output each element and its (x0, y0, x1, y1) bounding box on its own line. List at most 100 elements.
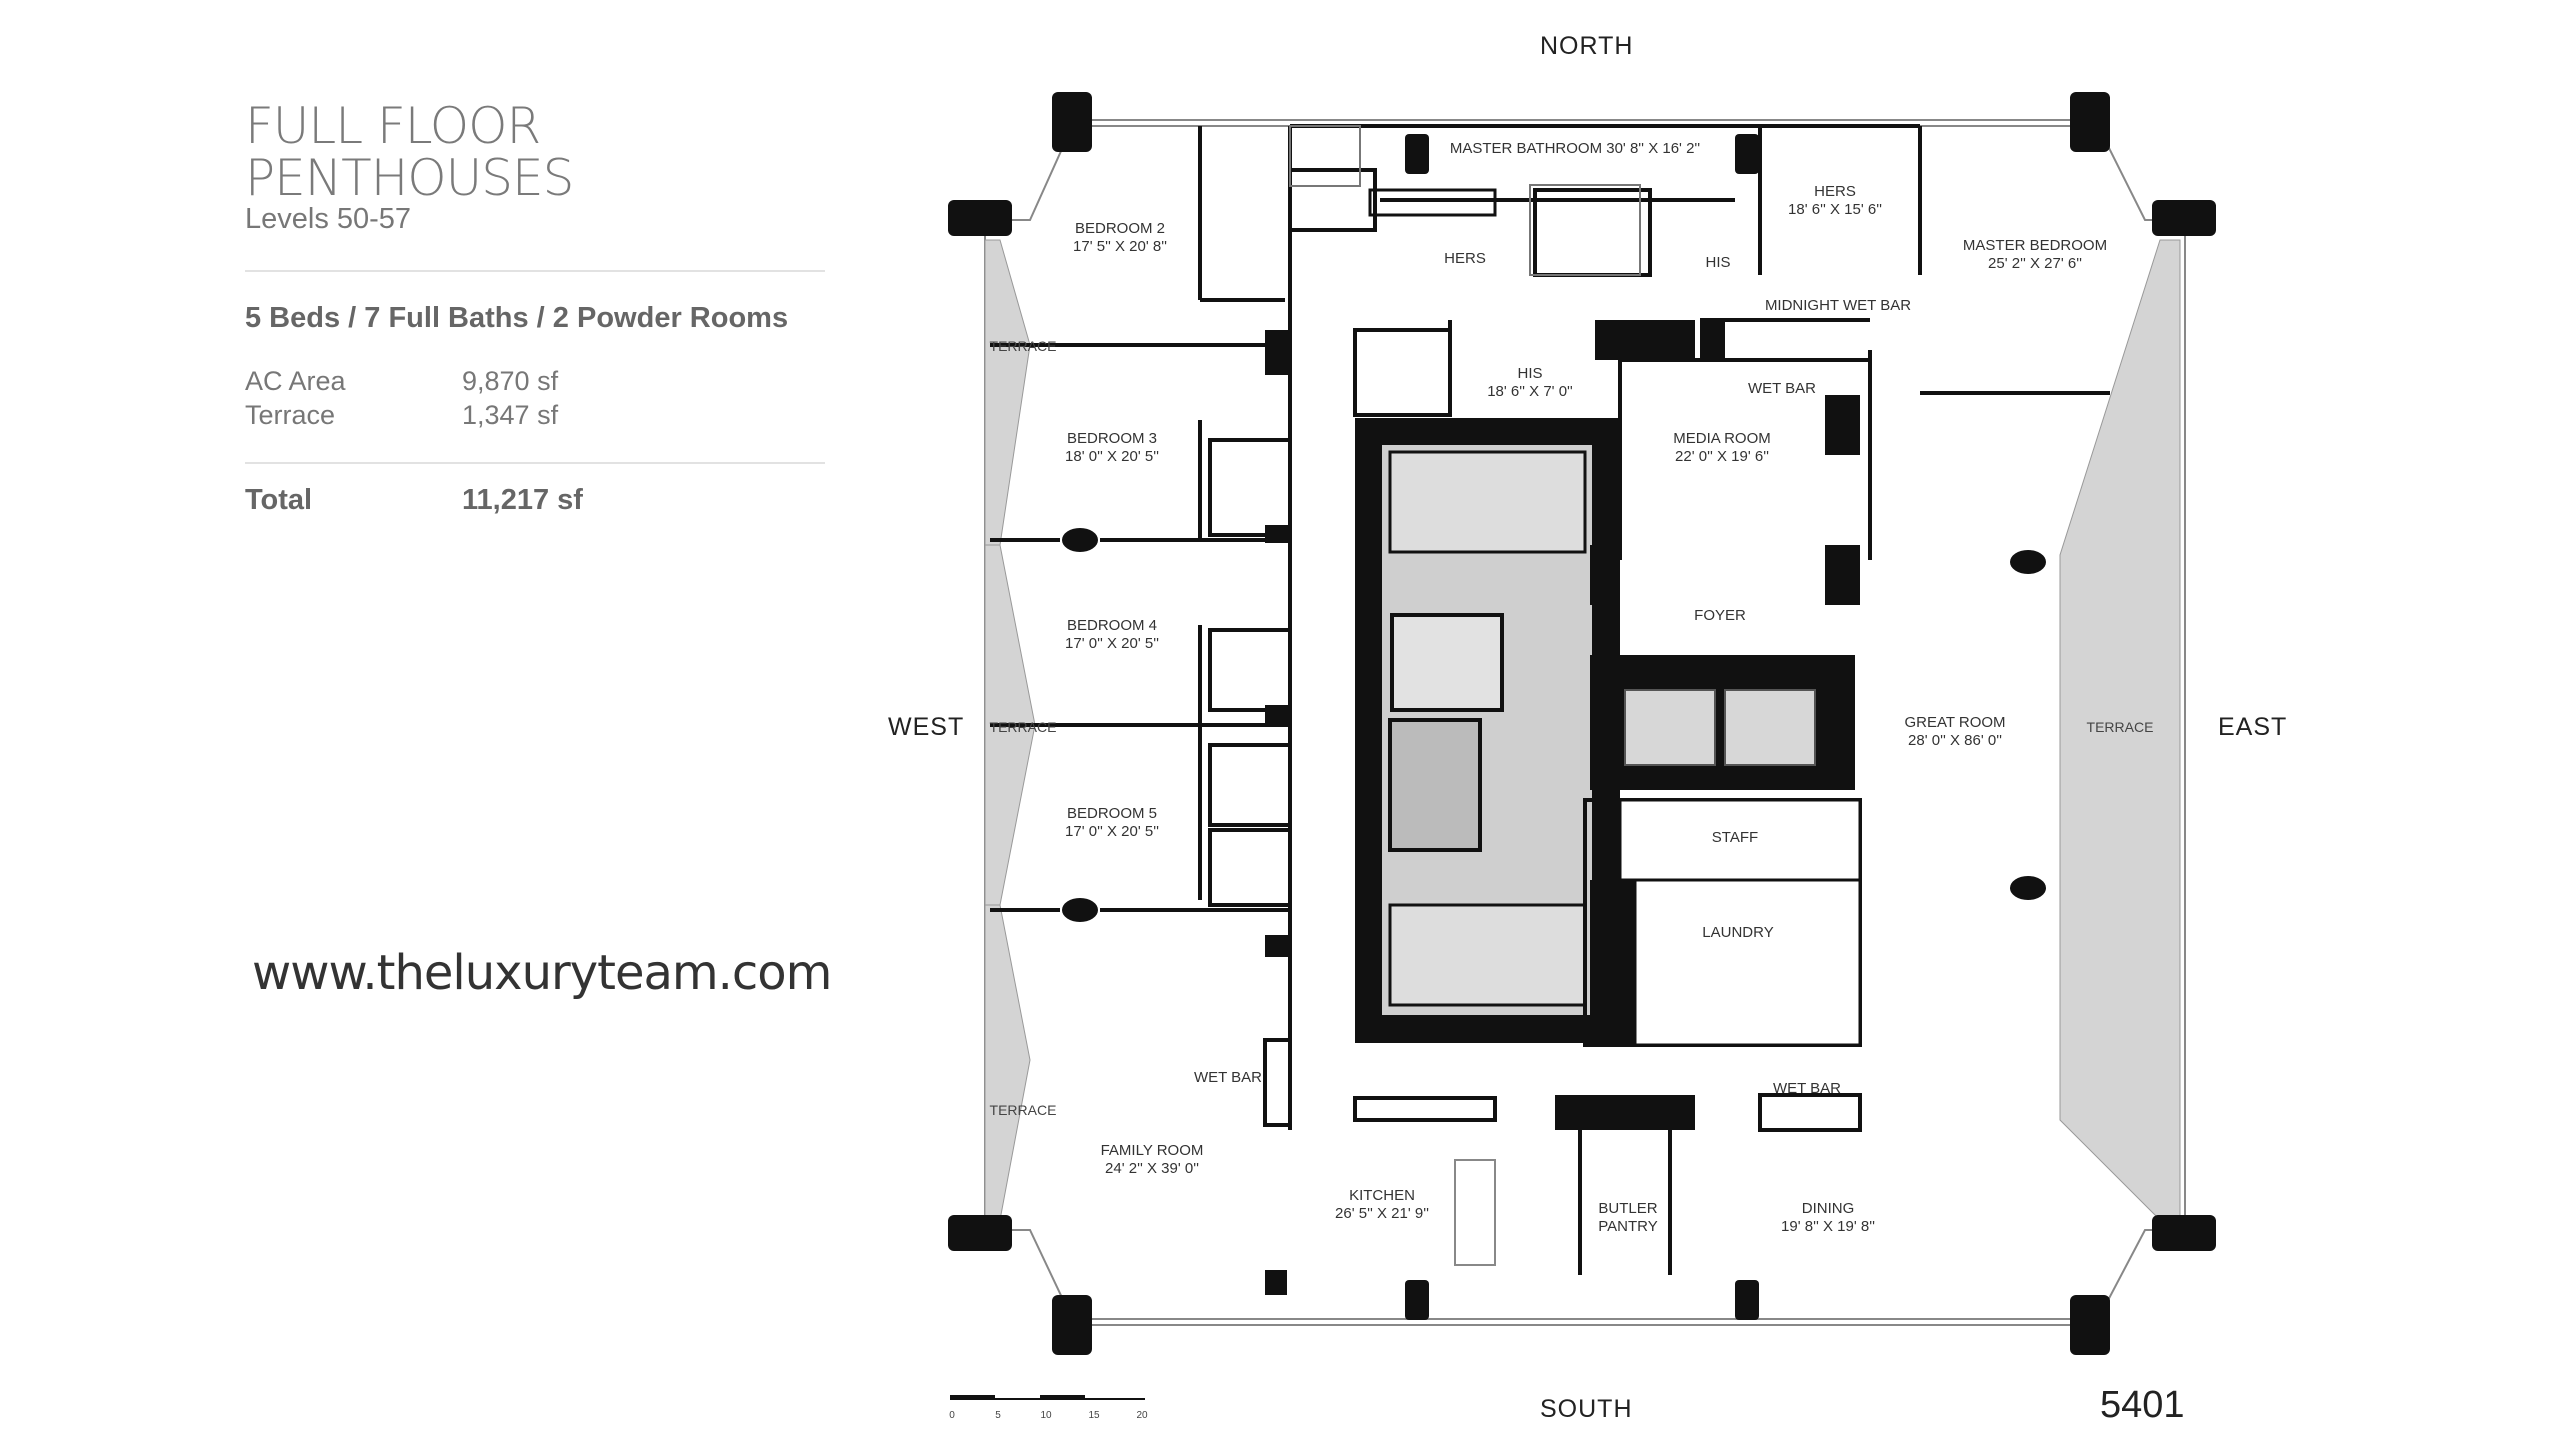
bedroom-4-label: BEDROOM 4 (1067, 617, 1157, 634)
ac-area-value: 9,870 sf (462, 366, 559, 396)
scale-tick: 15 (1088, 1410, 1100, 1421)
laundry-label: LAUNDRY (1702, 924, 1773, 941)
ac-area-label: AC Area (245, 366, 346, 396)
title-line-2: PENTHOUSES (245, 149, 574, 207)
bedroom-4-dimensions: 17' 0'' X 20' 5'' (1065, 635, 1159, 652)
page-title: FULL FLOOR PENTHOUSES (245, 97, 574, 207)
title-line-1: FULL FLOOR (245, 97, 541, 155)
family-room-dimensions: 24' 2'' X 39' 0'' (1105, 1160, 1199, 1177)
terrace-area-label: Terrace (245, 400, 336, 430)
staff-room-wall (1618, 798, 1862, 882)
terrace-label-west-lower: TERRACE (990, 1102, 1057, 1118)
media-room-label: MEDIA ROOM (1673, 430, 1771, 447)
elevator-car (1624, 689, 1716, 766)
great-room-dimensions: 28' 0'' X 86' 0'' (1908, 732, 2002, 749)
great-room-label: GREAT ROOM (1904, 714, 2005, 731)
his-bath-label: HIS (1705, 254, 1730, 271)
hers-closet-dimensions: 18' 6'' X 15' 6'' (1788, 201, 1882, 218)
column (1052, 92, 1092, 152)
scale-tick: 5 (995, 1410, 1001, 1421)
core-wall-segment (1590, 880, 1635, 1045)
column (948, 1215, 1012, 1251)
columns (948, 92, 2216, 1355)
his-closet-label: HIS (1517, 365, 1542, 382)
master-bedroom-label: MASTER BEDROOM (1963, 237, 2107, 254)
his-closet-dimensions: 18' 6'' X 7' 0'' (1487, 383, 1573, 400)
terrace-west-upper (984, 239, 1031, 546)
scale-tick: 10 (1040, 1410, 1052, 1421)
scale-bar-segment (1040, 1395, 1085, 1400)
total-label: Total (245, 484, 313, 516)
column (2152, 1215, 2216, 1251)
stair-south (1388, 903, 1587, 1007)
kitchen-label: KITCHEN (1349, 1187, 1415, 1204)
family-room-label: FAMILY ROOM (1101, 1142, 1204, 1159)
column (1735, 134, 1759, 174)
column (2010, 876, 2046, 900)
column (1062, 898, 1098, 922)
wet-bar-family-label: WET BAR (1194, 1069, 1262, 1086)
heavy-walls (1263, 125, 1862, 1295)
shaft (1388, 718, 1482, 852)
column (1735, 1280, 1759, 1320)
wet-bar-dining-label: WET BAR (1773, 1080, 1841, 1097)
terrace-label-east: TERRACE (2087, 719, 2154, 735)
core-wall-segment (1825, 545, 1860, 605)
room-labels: MASTER BATHROOM 30' 8'' X 16' 2'' HERS 1… (990, 140, 2154, 1235)
compass-west: WEST (888, 713, 965, 741)
total-value: 11,217 sf (462, 484, 583, 516)
bedroom-3-dimensions: 18' 0'' X 20' 5'' (1065, 448, 1159, 465)
elevator-car (1724, 689, 1816, 766)
terrace-west-lower (984, 904, 1031, 1221)
scale-tick: 0 (949, 1410, 955, 1421)
butler-pantry-label-2: PANTRY (1598, 1218, 1657, 1235)
column (2070, 92, 2110, 152)
dining-dimensions: 19' 8'' X 19' 8'' (1781, 1218, 1875, 1235)
foyer-label: FOYER (1694, 607, 1746, 624)
levels-label: Levels 50-57 (245, 203, 412, 235)
midnight-wet-bar-label: MIDNIGHT WET BAR (1765, 297, 1911, 314)
core-wall-segment (1590, 545, 1620, 605)
terrace-label-west-mid: TERRACE (990, 719, 1057, 735)
hers-closet-label: HERS (1814, 183, 1856, 200)
interior-walls (990, 124, 2110, 1275)
terrace-area-value: 1,347 sf (462, 400, 559, 430)
column (1405, 1280, 1429, 1320)
column (1405, 134, 1429, 174)
bedroom-2-dimensions: 17' 5'' X 20' 8'' (1073, 238, 1167, 255)
butler-pantry-label: BUTLER (1598, 1200, 1657, 1217)
master-bedroom-dimensions: 25' 2'' X 27' 6'' (1988, 255, 2082, 272)
column (948, 200, 1012, 236)
divider (245, 270, 825, 272)
bedroom-2-label: BEDROOM 2 (1075, 220, 1165, 237)
staff-label: STAFF (1712, 829, 1758, 846)
column (1052, 1295, 1092, 1355)
bedroom-5-label: BEDROOM 5 (1067, 805, 1157, 822)
scale-bar-segment (995, 1398, 1040, 1400)
service-elevator (1390, 613, 1504, 712)
column (1062, 528, 1098, 552)
compass-east: EAST (2218, 713, 2288, 741)
master-bathroom-label: MASTER BATHROOM 30' 8'' X 16' 2'' (1450, 140, 1700, 157)
scale-bar: 0 5 10 15 20 (949, 1395, 1148, 1421)
building-core (1355, 418, 1862, 1047)
scale-bar-segment (1085, 1398, 1145, 1400)
website-link[interactable]: www.theluxuryteam.com (252, 945, 832, 1001)
divider (245, 462, 825, 464)
column (2070, 1295, 2110, 1355)
unit-number: 5401 (2100, 1384, 2185, 1426)
beds-baths-summary: 5 Beds / 7 Full Baths / 2 Powder Rooms (245, 302, 789, 334)
media-room-dimensions: 22' 0'' X 19' 6'' (1675, 448, 1769, 465)
compass-south: SOUTH (1540, 1395, 1633, 1423)
scale-tick: 20 (1136, 1410, 1148, 1421)
column (2010, 550, 2046, 574)
compass-north: NORTH (1540, 32, 1634, 60)
kitchen-dimensions: 26' 5'' X 21' 9'' (1335, 1205, 1429, 1222)
bedroom-3-label: BEDROOM 3 (1067, 430, 1157, 447)
hers-bath-label: HERS (1444, 250, 1486, 267)
bedroom-5-dimensions: 17' 0'' X 20' 5'' (1065, 823, 1159, 840)
terrace-label-west-upper: TERRACE (990, 338, 1057, 354)
laundry-wall (1633, 878, 1862, 1047)
stair-north (1388, 450, 1587, 554)
